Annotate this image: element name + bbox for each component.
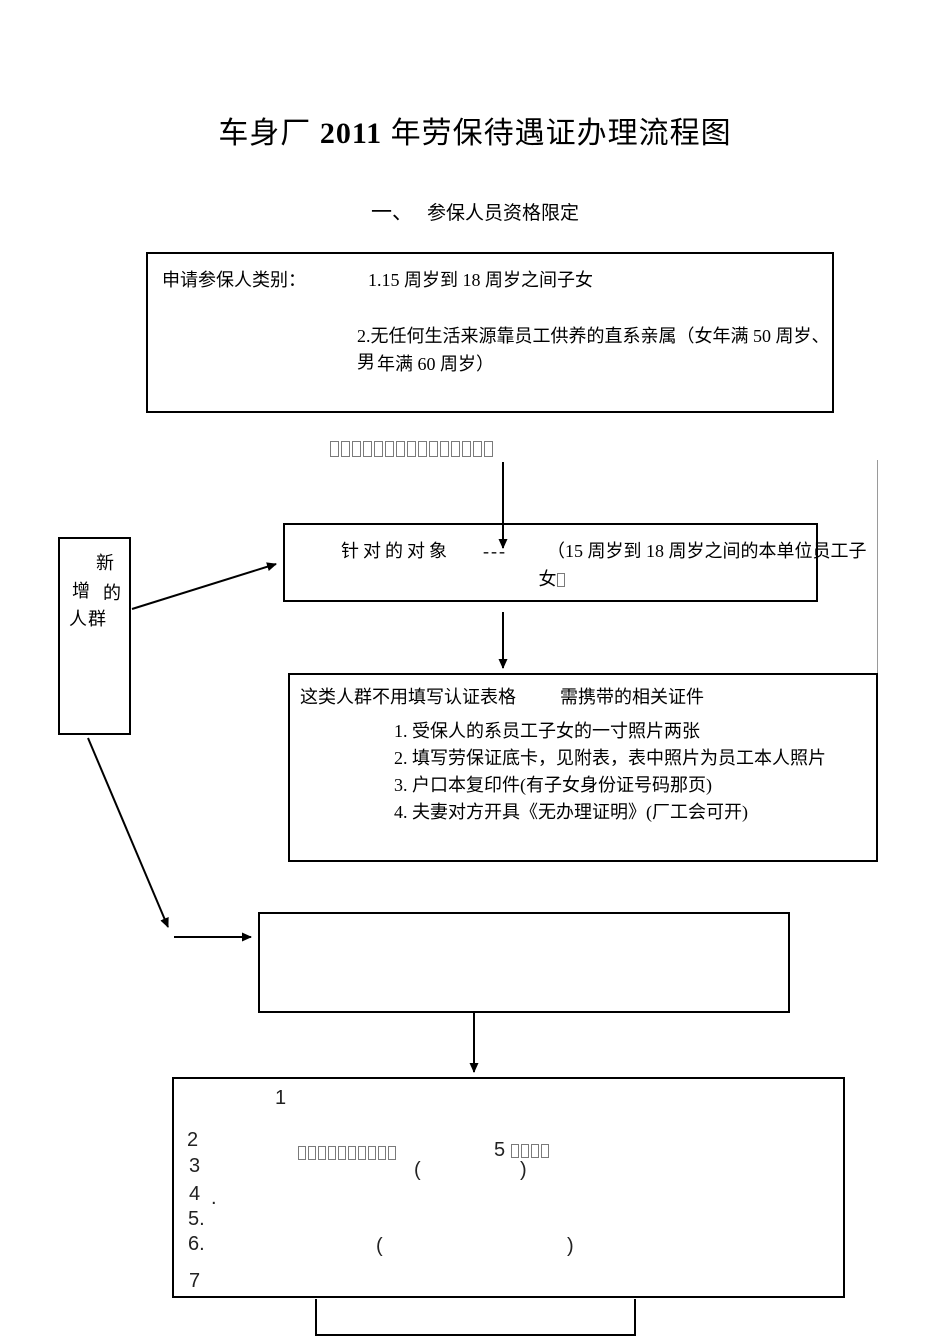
missing-glyph-text-line [330, 440, 495, 458]
process-line-2-five: 5 [494, 1139, 551, 1162]
arrow-newgroup-diagonal-down [87, 737, 169, 928]
target-line2-tofu [556, 569, 567, 589]
missing-glyph-box [308, 1146, 316, 1160]
bottom-small-box [315, 1299, 636, 1336]
missing-glyph-box [385, 441, 394, 457]
process-line-4-dot: . [211, 1187, 217, 1209]
missing-glyph-box [530, 1144, 539, 1158]
missing-glyph-box [451, 441, 460, 457]
missing-glyph-box [540, 1144, 549, 1158]
page-title: 车身厂 2011 年劳保待遇证办理流程图 [0, 108, 950, 152]
requirements-item-4: 4. 夫妻对方开具《无办理证明》(厂工会可开) [394, 802, 748, 822]
missing-glyph-box [374, 441, 383, 457]
numbered-process-box: 1 2 5 3 ( ) 4 . 5. 6. ( ) 7 [172, 1077, 845, 1298]
missing-glyph-box [352, 441, 361, 457]
applicant-category-box: 申请参保人类别： 1.15 周岁到 18 周岁之间子女 2.无任何生活来源靠员工供… [146, 252, 834, 413]
section-title: 参保人员资格限定 [426, 203, 579, 224]
section-numeral: 一、 [370, 200, 413, 224]
applicant-label: 申请参保人类别： [162, 270, 306, 290]
title-year: 2011 [319, 117, 383, 150]
missing-glyph-box [484, 441, 493, 457]
requirements-header-right: 需携带的相关证件 [560, 687, 704, 707]
missing-glyph-box [368, 1146, 376, 1160]
title-prefix: 车身厂 [218, 117, 320, 150]
target-text1: （15 周岁到 18 周岁之间的本单位员工子 [546, 541, 867, 561]
section-heading: 一、参保人员资格限定 [0, 196, 950, 226]
new-group-char3: 的 [103, 583, 121, 603]
applicant-item2-line1: 2.无任何生活来源靠员工供养的直系亲属（女年满 50 周岁、男 [357, 326, 830, 372]
missing-glyph-box [378, 1146, 386, 1160]
process-line-6: 6. [188, 1233, 205, 1255]
requirements-box: 这类人群不用填写认证表格 需携带的相关证件 1. 受保人的系员工子女的一寸照片两张… [288, 673, 878, 862]
process-line-2-tofu-a [298, 1141, 398, 1164]
process-line-2: 2 [187, 1129, 199, 1151]
arrow-newgroup-to-target-box [131, 562, 277, 610]
process-line-6-paren-open: ( [376, 1235, 383, 1257]
target-text2: 女 [538, 569, 557, 589]
missing-glyph-box [556, 573, 565, 587]
missing-glyph-box [520, 1144, 529, 1158]
process-line-3: 3 [189, 1155, 201, 1177]
missing-glyph-box [473, 441, 482, 457]
process-line-3-paren-close: ) [520, 1159, 527, 1181]
process-line-2-tofu-b [510, 1139, 551, 1161]
missing-glyph-box [330, 441, 339, 457]
applicant-item2-line2: 年满 60 周岁） [377, 354, 494, 374]
missing-glyph-box [429, 441, 438, 457]
process-line-7: 7 [189, 1270, 201, 1292]
applicant-line1: 申请参保人类别： 1.15 周岁到 18 周岁之间子女 [162, 266, 593, 292]
process-line-1: 1 [275, 1087, 287, 1109]
requirements-item-2: 2. 填写劳保证底卡，见附表，表中照片为员工本人照片 [394, 748, 826, 768]
process-five: 5 [494, 1139, 506, 1161]
missing-glyph-box [510, 1144, 519, 1158]
missing-glyph-box [358, 1146, 366, 1160]
missing-glyph-box [318, 1146, 326, 1160]
target-box-line1: 针对的对象 --- （15 周岁到 18 周岁之间的本单位员工子 [285, 537, 866, 563]
missing-glyph-box [298, 1146, 306, 1160]
new-group-chars4: 人群 [69, 609, 107, 629]
target-audience-box: 针对的对象 --- （15 周岁到 18 周岁之间的本单位员工子 女 [283, 523, 866, 602]
requirements-header: 这类人群不用填写认证表格 需携带的相关证件 [300, 683, 704, 709]
target-label: 针对的对象 [341, 541, 451, 561]
new-group-char1: 新 [96, 553, 114, 573]
missing-glyph-box [388, 1146, 396, 1160]
applicant-item1: 1.15 周岁到 18 周岁之间子女 [368, 270, 593, 290]
empty-step-box [258, 912, 790, 1013]
missing-glyph-box [462, 441, 471, 457]
process-line-4: 4 [189, 1183, 201, 1205]
missing-glyph-box [440, 441, 449, 457]
target-dashes: --- [483, 541, 507, 561]
thin-vertical-line [877, 460, 878, 673]
new-group-char2: 增 [72, 581, 90, 601]
missing-glyph-box [328, 1146, 336, 1160]
process-line-6-paren-close: ) [567, 1235, 574, 1257]
process-line-3-paren-open: ( [414, 1159, 421, 1181]
missing-glyph-box [338, 1146, 346, 1160]
requirements-item-3: 3. 户口本复印件(有子女身份证号码那页) [394, 775, 712, 795]
missing-glyph-box [348, 1146, 356, 1160]
requirements-header-left: 这类人群不用填写认证表格 [300, 687, 516, 707]
missing-glyph-box [396, 441, 405, 457]
requirements-item-1: 1. 受保人的系员工子女的一寸照片两张 [394, 721, 700, 741]
missing-glyph-box [418, 441, 427, 457]
target-box-line2: 女 [285, 565, 820, 591]
process-line-5: 5. [188, 1208, 205, 1230]
missing-glyph-box [363, 441, 372, 457]
missing-glyph-box [341, 441, 350, 457]
missing-glyph-box [407, 441, 416, 457]
title-suffix: 年劳保待遇证办理流程图 [382, 117, 732, 150]
new-group-box: 新 增 的 人群 [58, 537, 131, 735]
